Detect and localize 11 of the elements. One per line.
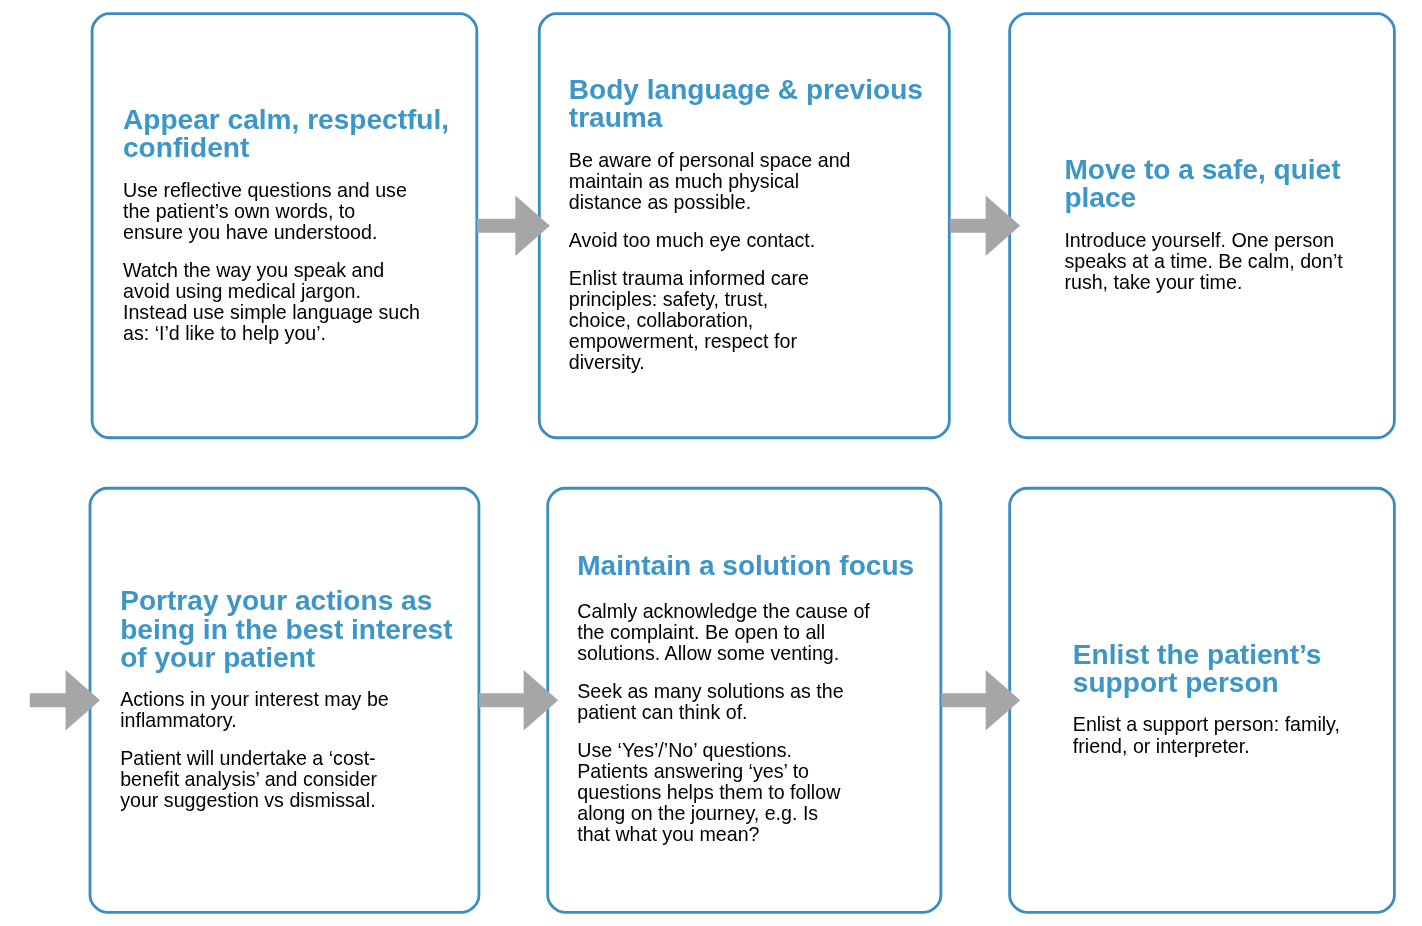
- node-box: Maintain a solution focus Calmly acknowledge the cause of the complaint. Be open to all solutions. Allow some venting. Seek as many solutions as the patient can think of. Use ‘Yes’/’No’ questions. Patients answering ‘yes’ to questions helps them to follow along on the journey, e.g. Is that what you mean?: [545, 486, 942, 914]
- node-box: Appear calm, respectful, confident Use reflective questions and use the patient’s own words, to ensure you have understood. Watch the way you speak and avoid using medical jargon. Instead use simple language such as: ‘I’d like to help you’.: [90, 12, 478, 440]
- arrow: [949, 195, 1020, 256]
- node-box: Portray your actions as being in the best interest of your patient Actions in your interest may be inflammatory. Patient will undertake a ‘cost-benefit analysis’ and consider your suggestion vs dismissal.: [88, 486, 480, 914]
- arrow: [478, 670, 558, 731]
- node-box: Enlist the patient’s support person Enlist a support person: family, friend, or interpreter.: [1007, 486, 1396, 914]
- arrow: [940, 670, 1020, 731]
- arrow: [476, 195, 550, 256]
- arrow: [29, 670, 100, 731]
- node-box: Move to a safe, quiet place Introduce yourself. One person speaks at a time. Be calm, don’t rush, take your time.: [1007, 12, 1396, 440]
- node-box: Body language & previous trauma Be aware of personal space and maintain as much physical distance as possible. Avoid too much eye contact. Enlist trauma informed care principles: safety, trust, choice, collaboration, empowerment, respect for diversity.: [537, 12, 951, 440]
